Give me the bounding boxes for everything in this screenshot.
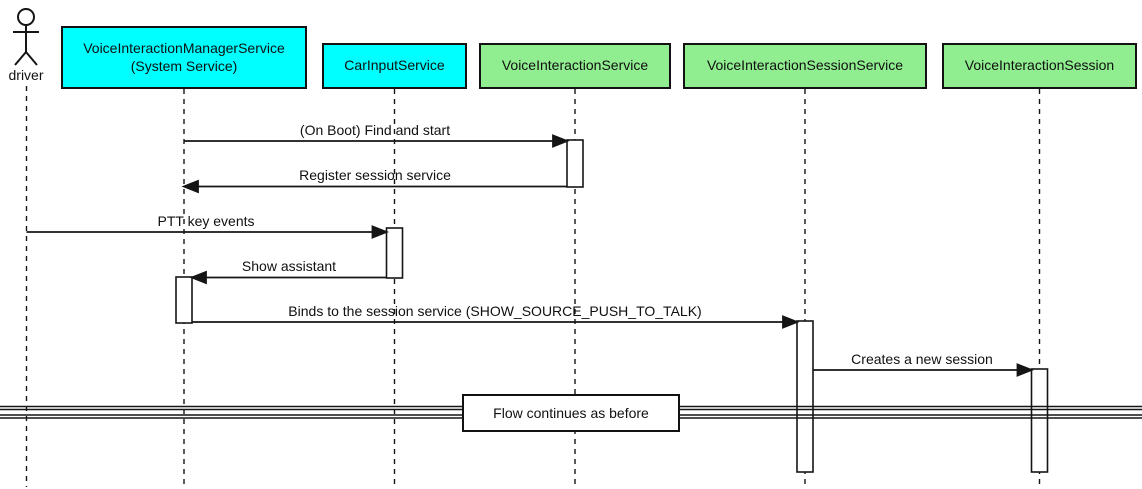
message-arrow-creates-a-new-session <box>813 363 1034 377</box>
participant-voice-interaction-service: VoiceInteractionService <box>479 43 671 89</box>
actor-icon <box>13 8 39 66</box>
activation-voice-interaction-service <box>566 139 584 188</box>
divider-label-box: Flow continues as before <box>462 394 680 432</box>
arrowhead-icon <box>181 179 199 194</box>
arrowhead-icon <box>552 134 570 148</box>
actor-leg-left <box>14 51 27 66</box>
activation-voice-interaction-session <box>1030 368 1049 473</box>
participant-voice-interaction-session: VoiceInteractionSession <box>942 43 1137 89</box>
actor-head <box>17 8 35 26</box>
message-arrow-register-session-service <box>181 179 567 194</box>
message-label-creates-a-new-session: Creates a new session <box>851 351 993 367</box>
message-label-register-session-service: Register session service <box>299 167 451 183</box>
message-arrow-binds-to-session-service <box>192 315 800 329</box>
activation-voice-interaction-session-service <box>796 320 814 473</box>
arrowhead-icon <box>189 270 207 285</box>
message-label-on-boot-find-and-start: (On Boot) Find and start <box>299 122 451 138</box>
participant-voice-interaction-manager-service: VoiceInteractionManagerService (System S… <box>61 26 307 89</box>
participant-car-input-service: CarInputService <box>322 43 467 89</box>
participant-voice-interaction-session-service: VoiceInteractionSessionService <box>683 43 927 89</box>
arrowhead-icon <box>1016 363 1034 377</box>
arrowhead-icon <box>371 225 389 239</box>
activation-voice-interaction-manager-service <box>175 276 193 324</box>
message-label-show-assistant: Show assistant <box>241 258 337 274</box>
activation-car-input-service <box>385 227 404 279</box>
actor-label: driver <box>8 67 44 83</box>
message-arrow-show-assistant <box>189 270 387 285</box>
actor-leg-right <box>25 51 38 66</box>
message-label-ptt-key-events: PTT key events <box>157 213 255 229</box>
message-arrow-on-boot-find-and-start <box>184 134 570 148</box>
message-arrow-ptt-key-events <box>26 225 389 239</box>
message-label-binds-to-session-service: Binds to the session service (SHOW_SOURC… <box>288 303 702 319</box>
arrowhead-icon <box>782 315 800 329</box>
